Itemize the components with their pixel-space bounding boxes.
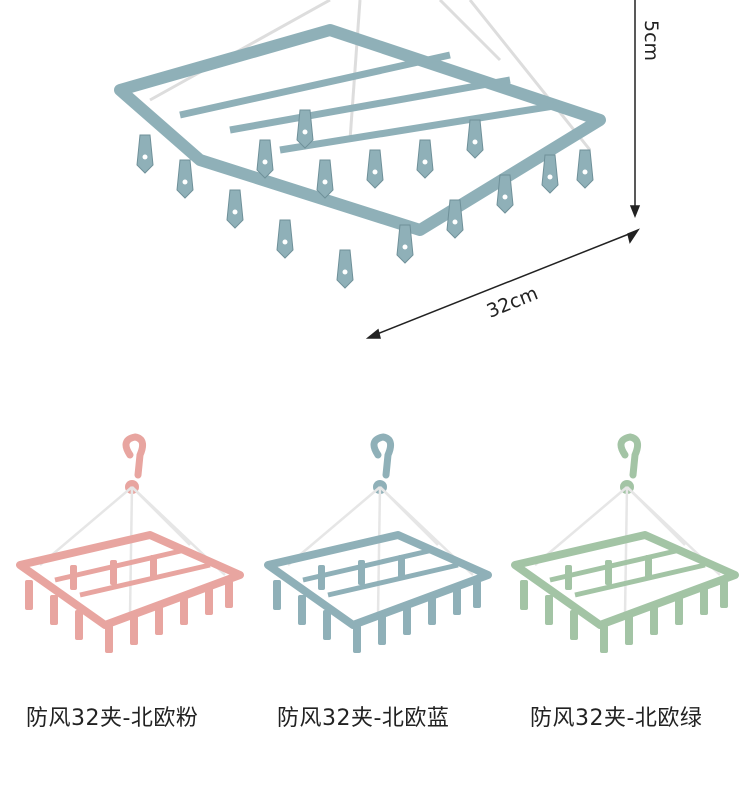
height-dimension-label: 5cm — [640, 20, 662, 61]
variant-caption-pink: 防风32夹-北欧粉 — [26, 706, 199, 731]
variant-image-blue — [264, 433, 492, 653]
variant-image-green — [511, 433, 739, 653]
green-clothes-hanger — [511, 433, 739, 653]
variant-caption-blue: 防风32夹-北欧蓝 — [277, 706, 450, 731]
variant-caption-green: 防风32夹-北欧绿 — [530, 706, 703, 731]
hero-hanger-image: 5cm 32cm — [114, 0, 662, 339]
hanger-frame — [114, 24, 606, 236]
dimension-lines — [365, 0, 641, 339]
variant-image-pink — [16, 433, 244, 653]
blue-clothes-hanger — [264, 433, 492, 653]
pink-clothes-hanger — [16, 433, 244, 653]
